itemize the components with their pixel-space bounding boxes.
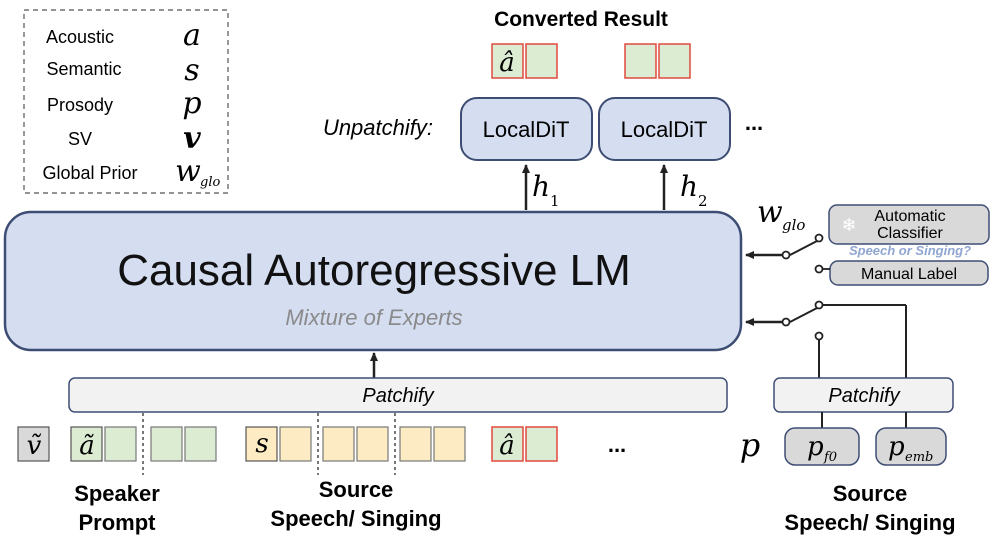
legend-label-sv: SV bbox=[68, 129, 92, 149]
h1-label: h bbox=[532, 170, 550, 203]
causal-lm-block bbox=[3, 210, 743, 352]
legend-symbol-global-prior-subscript: glo bbox=[200, 175, 220, 190]
local-dit-label-2: LocalDiT bbox=[621, 117, 708, 142]
sv-token-label: ṽ bbox=[27, 431, 42, 461]
converted-result-title: Converted Result bbox=[494, 8, 668, 31]
causal-lm-title: Causal Autoregressive LM bbox=[117, 246, 631, 295]
speech-or-singing-hint: Speech or Singing? bbox=[849, 243, 971, 258]
prosody-switch bbox=[745, 300, 907, 378]
converted-token bbox=[525, 43, 558, 79]
converted-token bbox=[624, 43, 657, 79]
input-token-sequence: ṽ ã s â ... bbox=[17, 413, 626, 475]
speaker-prompt-label-line1: Speaker bbox=[74, 481, 160, 506]
local-dit-box-1 bbox=[460, 97, 593, 161]
automatic-classifier-label-line2: Classifier bbox=[877, 225, 943, 242]
speaker-prompt-label-line2: Prompt bbox=[79, 510, 157, 535]
prompt-token bbox=[104, 426, 137, 462]
prosody-symbol: p bbox=[740, 426, 760, 464]
local-dit-label-1: LocalDiT bbox=[483, 117, 570, 142]
source-token bbox=[433, 426, 466, 462]
source-token-s bbox=[245, 426, 278, 462]
converted-result-tokens: â bbox=[491, 43, 691, 79]
converted-token bbox=[658, 43, 691, 79]
w-glo-label: w bbox=[757, 195, 783, 230]
h2-label: h bbox=[680, 170, 698, 203]
p-f0-label: p bbox=[807, 432, 824, 462]
prompt-token bbox=[150, 426, 183, 462]
right-patchify-box bbox=[773, 377, 954, 413]
legend-label-prosody: Prosody bbox=[47, 95, 113, 115]
w-glo-subscript: glo bbox=[782, 216, 805, 234]
local-dit-ellipsis: ... bbox=[745, 110, 763, 135]
generated-token-a-hat bbox=[491, 426, 524, 462]
bottom-patchify-box bbox=[68, 377, 728, 413]
source-token-s-label: s bbox=[255, 429, 268, 459]
unpatchify-label: Unpatchify: bbox=[323, 115, 433, 140]
automatic-classifier-label-line1: Automatic bbox=[874, 208, 945, 225]
p-emb-box bbox=[875, 427, 947, 466]
h2-subscript: 2 bbox=[698, 192, 708, 210]
legend-border bbox=[23, 9, 229, 194]
source-token bbox=[399, 426, 432, 462]
p-emb-subscript: emb bbox=[905, 450, 933, 465]
generated-token bbox=[525, 426, 558, 462]
legend-symbol-sv: v bbox=[183, 121, 201, 156]
causal-lm-subtitle: Mixture of Experts bbox=[285, 305, 462, 330]
legend: Acoustic a Semantic s Prosody p SV v Glo… bbox=[23, 9, 229, 194]
p-emb-label: p bbox=[888, 432, 905, 462]
legend-label-semantic: Semantic bbox=[46, 59, 121, 79]
prompt-token-a-tilde bbox=[70, 426, 103, 462]
source-speech-label-line2: Speech/ Singing bbox=[270, 506, 441, 531]
converted-token-a-hat bbox=[491, 43, 524, 79]
legend-symbol-global-prior: w bbox=[175, 154, 201, 189]
legend-symbol-prosody: p bbox=[182, 86, 201, 121]
snowflake-icon: ❄ bbox=[841, 215, 856, 235]
source-token bbox=[322, 426, 355, 462]
legend-label-acoustic: Acoustic bbox=[46, 27, 114, 47]
source-token bbox=[279, 426, 312, 462]
right-source-label-line1: Source bbox=[833, 481, 908, 506]
source-token bbox=[356, 426, 389, 462]
p-f0-box bbox=[784, 427, 860, 466]
prompt-token bbox=[184, 426, 217, 462]
bottom-patchify-label: Patchify bbox=[362, 385, 434, 407]
right-patchify-label: Patchify bbox=[828, 385, 900, 407]
legend-symbol-acoustic: a bbox=[183, 18, 201, 53]
local-dit-box-2 bbox=[598, 97, 731, 161]
token-ellipsis: ... bbox=[608, 432, 626, 457]
automatic-classifier-box bbox=[828, 204, 990, 245]
sv-token bbox=[17, 426, 50, 462]
generated-token-a-hat-label: â bbox=[499, 431, 515, 461]
converted-token-a-hat-label: â bbox=[499, 48, 515, 78]
source-speech-label-line1: Source bbox=[319, 477, 394, 502]
manual-label-text: Manual Label bbox=[861, 266, 957, 283]
global-prior-switch bbox=[745, 233, 830, 274]
legend-label-global-prior: Global Prior bbox=[42, 163, 137, 183]
right-source-label-line2: Speech/ Singing bbox=[784, 510, 955, 535]
p-f0-subscript: f0 bbox=[823, 450, 837, 465]
prompt-token-a-tilde-label: ã bbox=[79, 431, 95, 461]
legend-symbol-semantic: s bbox=[184, 53, 199, 88]
manual-label-box bbox=[829, 260, 989, 286]
h1-subscript: 1 bbox=[550, 192, 560, 210]
